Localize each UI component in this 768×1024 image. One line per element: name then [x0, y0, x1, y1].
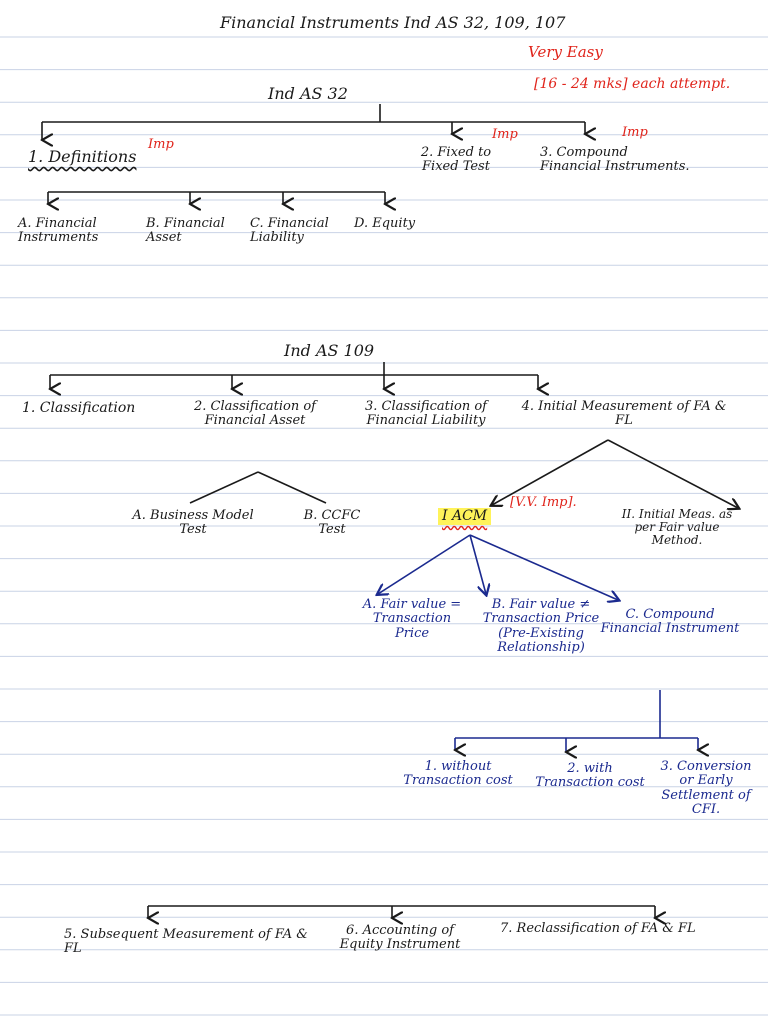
cfi-without-cost: 1. without Transaction cost [403, 759, 513, 789]
classification-fa-node: 2. Classification of Financial Asset [194, 399, 316, 429]
definitions-imp-tag: Imp [148, 137, 174, 152]
definitions-node: 1. Definitions [28, 147, 137, 166]
compound-imp-tag: Imp [622, 125, 648, 140]
fair-value-method-node: II. Initial Meas. as per Fair value Meth… [621, 507, 733, 548]
cfi-conversion: 3. Conversion or Early Settlement of CFI… [660, 759, 752, 817]
classification-node: 1. Classification [22, 400, 136, 416]
classification-fl-node: 3. Classification of Financial Liability [365, 399, 487, 429]
as32-heading: Ind AS 32 [268, 84, 348, 103]
ccfc-test: B. CCFC Test [303, 508, 361, 538]
def-financial-instruments: A. Financial Instruments [18, 216, 99, 246]
equity-accounting-node: 6. Accounting of Equity Instrument [339, 923, 461, 953]
business-model-test: A. Business Model Test [132, 508, 254, 538]
difficulty-note: Very Easy [528, 43, 603, 61]
initial-measurement-node: 4. Initial Measurement of FA & FL [521, 399, 727, 429]
acm-imp-tag: [V.V. Imp]. [510, 495, 577, 510]
page-title: Financial Instruments Ind AS 32, 109, 10… [220, 13, 566, 32]
fixed-to-fixed-node: 2. Fixed to Fixed Test [420, 145, 492, 175]
def-financial-liability: C. Financial Liability [250, 216, 329, 246]
def-equity: D. Equity [354, 216, 416, 231]
def-financial-asset: B. Financial Asset [146, 216, 225, 246]
marks-note: [16 - 24 mks] each attempt. [534, 76, 731, 92]
cfi-with-cost: 2. with Transaction cost [535, 761, 645, 791]
acm-case-cfi: C. Compound Financial Instrument [600, 607, 740, 637]
as109-heading: Ind AS 109 [284, 341, 375, 360]
subsequent-measurement-node: 5. Subsequent Measurement of FA & FL [64, 927, 308, 957]
compound-node: 3. Compound Financial Instruments. [540, 145, 690, 175]
acm-case-fv-not-equal: B. Fair value ≠ Transaction Price (Pre-E… [482, 597, 600, 655]
fixed-imp-tag: Imp [492, 127, 518, 142]
acm-node: I ACM [438, 508, 492, 526]
reclassification-node: 7. Reclassification of FA & FL [500, 921, 696, 936]
acm-case-fv-equal: A. Fair value = Transaction Price [362, 597, 462, 641]
